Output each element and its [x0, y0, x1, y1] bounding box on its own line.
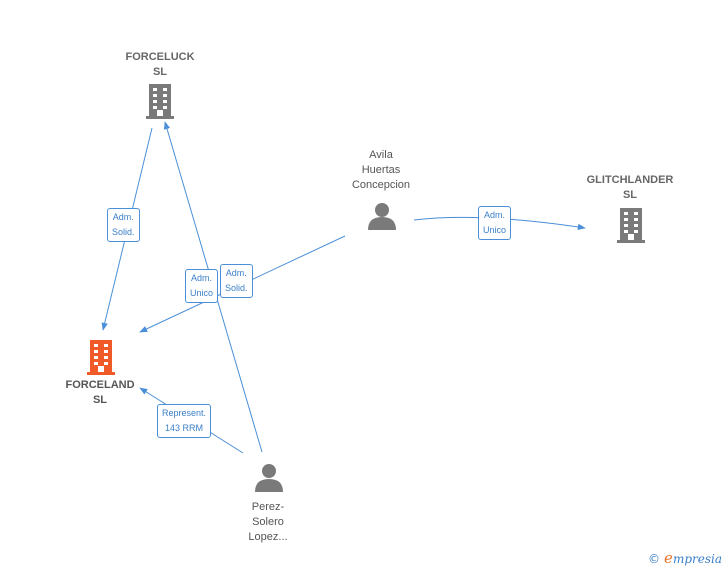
empresia-logo: ©empresia	[648, 549, 722, 567]
person-name-line: Solero	[252, 516, 284, 528]
copyright-symbol: ©	[648, 552, 661, 566]
company-label-glitchlander[interactable]: GLITCHLANDER SL	[570, 173, 690, 203]
company-name: FORCELUCK	[125, 51, 195, 63]
edge-label-adm-unico[interactable]: Adm. Unico	[478, 206, 512, 240]
person-icon[interactable]	[368, 203, 396, 230]
edge-label-adm-solid[interactable]: Adm. Solid.	[107, 208, 140, 242]
edge-label-adm-solid[interactable]: Adm. Solid.	[220, 264, 253, 298]
company-name: GLITCHLANDER	[586, 174, 674, 186]
edge-label-adm-unico[interactable]: Adm. Unico	[185, 269, 219, 303]
brand-initial: e	[664, 549, 673, 567]
company-suffix: SL	[92, 394, 108, 406]
building-icon[interactable]	[617, 208, 645, 243]
person-name-line: Lopez...	[248, 531, 288, 543]
person-name-line: Huertas	[361, 164, 401, 176]
company-label-forceluck[interactable]: FORCELUCK SL	[100, 50, 220, 80]
building-icon[interactable]	[146, 84, 174, 119]
person-name-line: Avila	[369, 149, 393, 161]
company-label-forceland[interactable]: FORCELAND SL	[40, 378, 160, 408]
person-name-line: Concepcion	[351, 179, 411, 191]
person-label-avila[interactable]: Avila Huertas Concepcion	[321, 148, 441, 193]
building-icon[interactable]	[87, 340, 115, 375]
person-name-line: Perez-	[251, 501, 285, 513]
person-label-perez[interactable]: Perez- Solero Lopez...	[208, 500, 328, 545]
person-icon[interactable]	[255, 464, 283, 492]
edge-label-represent[interactable]: Represent. 143 RRM	[157, 404, 212, 438]
company-name: FORCELAND	[65, 379, 135, 391]
company-suffix: SL	[622, 189, 638, 201]
company-suffix: SL	[152, 66, 168, 78]
brand-name: mpresia	[672, 552, 722, 566]
